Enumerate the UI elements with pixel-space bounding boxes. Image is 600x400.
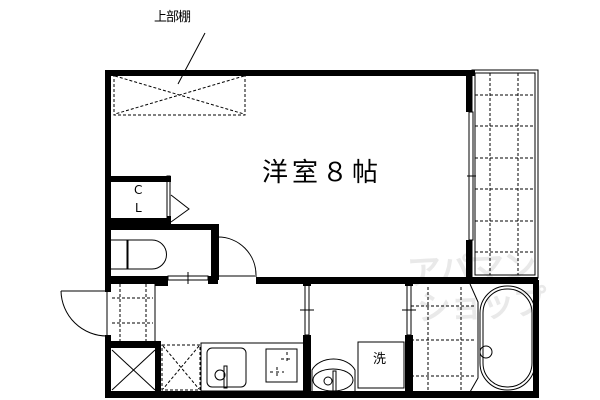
washing-machine-space [357,341,405,389]
shelf-leader-line [177,32,206,85]
toilet-fixture [109,239,167,270]
closet-door [170,194,190,223]
toilet-door-swing [217,236,257,276]
wash-basin [311,358,356,392]
shoe-box [111,349,156,391]
stove-burners [270,352,293,377]
upper-shelf-label: 上部棚 [154,10,191,25]
fridge-space [161,344,201,391]
closet-label-c: C [134,183,143,197]
washing-machine-label: 洗 [373,352,387,367]
bath-step [469,283,479,393]
walls [105,70,539,398]
western-room-label: 洋室８帖 [262,158,383,188]
bathtub [479,285,536,391]
bath-floor-tiles [411,287,475,391]
front-door [60,290,108,337]
closet-label-l: L [135,201,142,215]
entrance-tiles [112,284,153,342]
kitchen-counter [200,342,305,392]
balcony [471,69,539,279]
